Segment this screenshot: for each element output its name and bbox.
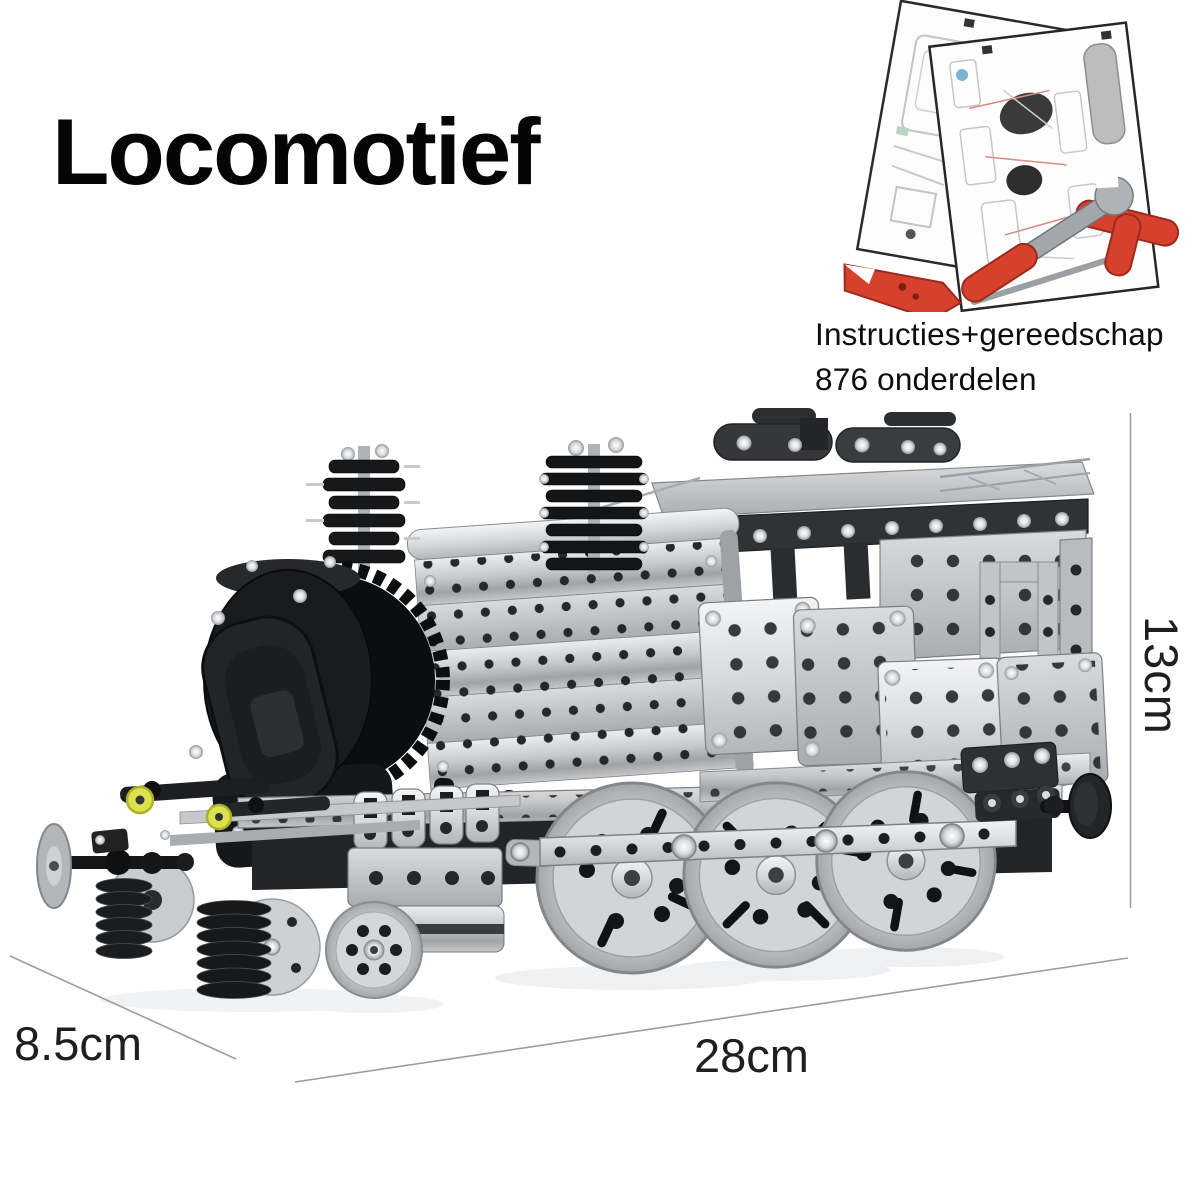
wrench-tool-icon <box>961 169 1134 303</box>
coupling-rod <box>505 819 1017 868</box>
coil-spring-2 <box>196 900 272 999</box>
dimension-depth-label: 8.5cm <box>14 1017 142 1070</box>
dimension-length-line <box>294 957 1129 1083</box>
kit-caption: Instructies+gereedschap 876 onderdelen <box>815 312 1200 401</box>
driving-wheel-3 <box>815 770 997 952</box>
cab-structure <box>647 498 1093 787</box>
coil-spring-1 <box>95 878 153 959</box>
dimension-lines <box>9 413 1132 1083</box>
product-title: Locomotief <box>52 98 541 204</box>
ground-shadows <box>100 947 1004 1013</box>
front-chimney-stack <box>306 444 420 570</box>
instructions-tools-graphic <box>843 0 1180 312</box>
cab-roof <box>599 408 1095 519</box>
dimension-length-label: 28cm <box>694 1029 809 1082</box>
rear-buffer <box>960 741 1112 839</box>
clip-tool-icon <box>843 263 963 312</box>
front-bogie <box>36 777 521 999</box>
bogie-wheel <box>325 901 423 999</box>
kit-caption-line2: 876 onderdelen <box>815 360 1037 397</box>
kit-caption-line1: Instructies+gereedschap <box>815 316 1164 352</box>
middle-dome-stack <box>539 437 649 574</box>
instruction-sheet-front-icon <box>927 21 1160 312</box>
dimension-height-label: 13cm <box>1135 616 1188 735</box>
dimension-depth-line <box>9 955 237 1060</box>
